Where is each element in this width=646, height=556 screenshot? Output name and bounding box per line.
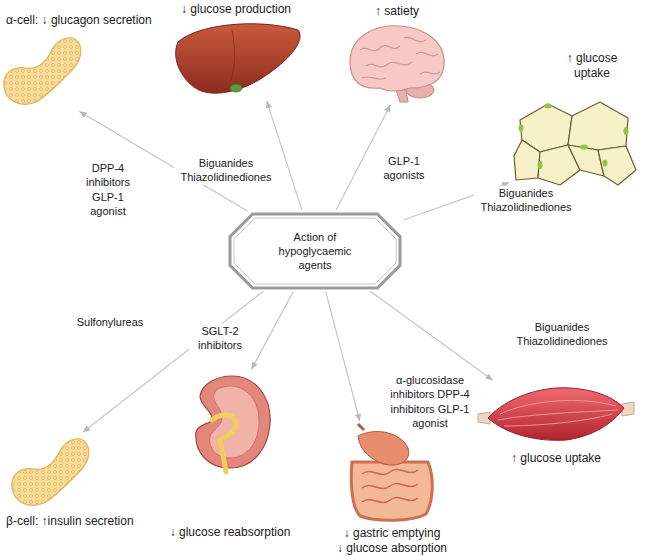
brain-illustration xyxy=(350,26,444,102)
pancreas-beta xyxy=(12,439,89,505)
illustration-part xyxy=(488,388,624,441)
effect-label: ↓ gastric emptying xyxy=(344,526,441,541)
illustration-part xyxy=(396,90,408,102)
effect-label: β-cell: ↑insulin secretion xyxy=(6,514,134,529)
effect-label: ↑ glucose uptake xyxy=(511,451,601,466)
illustration-part xyxy=(498,400,618,426)
effect-label: α-cell: ↓ glucagon secretion xyxy=(6,13,152,28)
effect-label: ↓ glucose production xyxy=(181,2,291,17)
effect-label: ↑ satiety xyxy=(375,4,419,19)
gut-illustration xyxy=(351,424,432,520)
kidney-illustration xyxy=(196,376,270,472)
alpha-cell-pancreas: α-cell: ↓ glucagon secretion xyxy=(2,32,82,110)
drug-class-label: α-glucosidase inhibitors DPP-4 inhibitor… xyxy=(386,373,474,430)
kidney-node: ↓ glucose reabsorption xyxy=(190,372,274,472)
illustration-part xyxy=(350,26,444,91)
illustration-part xyxy=(598,146,636,185)
illustration-part xyxy=(176,24,300,93)
illustration-part xyxy=(358,424,364,430)
effect-arrow xyxy=(370,291,493,380)
pancreas-alpha xyxy=(4,38,81,104)
drug-class-label: Biguanides Thiazolidinediones xyxy=(510,320,614,349)
effect-arrow xyxy=(251,292,293,370)
effect-label: ↓ glucose absorption xyxy=(337,541,447,556)
adipose-node: ↑ glucose uptake xyxy=(512,98,640,188)
central-label: Action of hypoglycaemic agents xyxy=(265,230,365,273)
liver-illustration xyxy=(176,24,300,93)
drug-class-label: SGLT-2 inhibitors xyxy=(189,324,251,353)
brain-node: ↑ satiety xyxy=(345,24,447,102)
drug-class-label: DPP-4 inhibitors GLP-1 agonist xyxy=(78,161,138,218)
illustration-part xyxy=(519,104,629,170)
illustration-part xyxy=(360,37,440,79)
illustration-part xyxy=(230,84,242,92)
effect-label: ↑ glucose uptake xyxy=(556,51,628,81)
beta-cell-pancreas: β-cell: ↑insulin secretion xyxy=(8,434,92,510)
illustration-part xyxy=(228,30,235,88)
gut-node: ↓ gastric emptying↓ glucose absorption xyxy=(345,424,437,522)
liver-node: ↓ glucose production xyxy=(172,22,302,98)
muscle-illustration xyxy=(478,388,634,441)
illustration-part xyxy=(196,376,270,468)
illustration-part xyxy=(514,140,540,180)
drug-class-label: Sulfonylureas xyxy=(63,315,157,329)
illustration-part xyxy=(362,469,418,502)
octagon-inner xyxy=(234,218,396,284)
drug-class-label: Biguanides Thiazolidinediones xyxy=(174,156,278,185)
illustration-part xyxy=(358,432,409,466)
illustration-part xyxy=(580,145,588,150)
illustration-part xyxy=(351,462,432,520)
drug-class-label: GLP-1 agonists xyxy=(374,154,434,183)
illustration-part xyxy=(603,160,608,167)
illustration-part xyxy=(538,161,543,169)
illustration-part xyxy=(519,125,524,132)
drug-class-label: Biguanides Thiazolidinediones xyxy=(474,186,578,215)
effect-arrow xyxy=(326,292,360,421)
adipose-cells xyxy=(514,102,636,185)
illustration-part xyxy=(212,415,236,472)
octagon-outer xyxy=(230,214,400,288)
muscle-node: ↑ glucose uptake xyxy=(478,382,634,442)
illustration-part xyxy=(568,102,628,150)
illustration-part xyxy=(624,127,629,135)
illustration-part xyxy=(544,104,552,109)
effect-arrow xyxy=(83,291,264,432)
effect-label: ↓ glucose reabsorption xyxy=(170,525,291,540)
central-octagon: Action of hypoglycaemic agents xyxy=(228,212,402,290)
